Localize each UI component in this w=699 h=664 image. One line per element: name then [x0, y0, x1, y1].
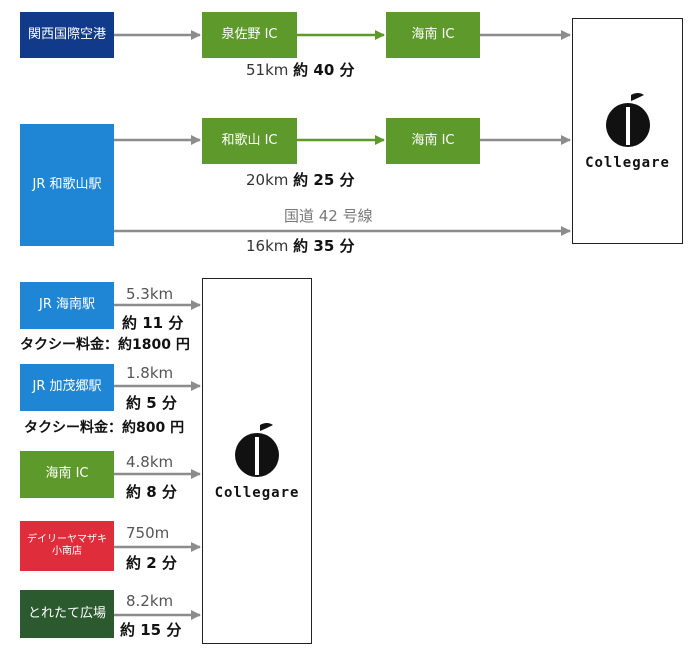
origin-kamogo-label: JR 加茂郷駅: [32, 379, 102, 395]
kainan-ic-time: 約 8 分: [126, 483, 177, 501]
apple-logo-icon: [605, 93, 650, 147]
ic-wakayama-box: 和歌山 IC: [202, 118, 297, 164]
origin-kamogo-box: JR 加茂郷駅: [20, 364, 114, 411]
toretate-distance: 8.2km: [126, 592, 174, 610]
ic-kainan-box-2: 海南 IC: [386, 118, 480, 164]
kainan-ic-distance: 4.8km: [126, 453, 174, 471]
destination-collegare-bottom: Collegare: [202, 278, 312, 644]
ic-kainan-label-1: 海南 IC: [411, 26, 455, 42]
toretate-time: 約 15 分: [120, 621, 182, 639]
route2-distance: 20km: [246, 171, 289, 189]
origin-kainan-station-label: JR 海南駅: [39, 297, 95, 313]
kainan-station-time: 約 11 分: [122, 314, 184, 332]
daily-yamazaki-time: 約 2 分: [126, 554, 177, 572]
apple-logo-icon: [235, 423, 279, 477]
origin-kix-label: 関西国際空港: [27, 26, 106, 42]
kamogo-time: 約 5 分: [126, 394, 177, 412]
origin-kix-box: 関西国際空港: [20, 12, 114, 58]
ic-izumisano-box: 泉佐野 IC: [202, 12, 297, 58]
route3-time: 約 35 分: [293, 237, 355, 255]
route2-info: 20km 約 25 分: [246, 169, 355, 190]
ic-izumisano-label: 泉佐野 IC: [221, 26, 278, 42]
origin-wakayama-label: JR 和歌山駅: [32, 176, 102, 192]
route1-distance: 51km: [246, 61, 289, 79]
brand-name-top: Collegare: [585, 155, 670, 171]
route1-info: 51km 約 40 分: [246, 59, 355, 80]
route1-time: 約 40 分: [293, 61, 355, 79]
daily-yamazaki-distance: 750m: [126, 524, 170, 542]
destination-collegare-top: Collegare: [572, 18, 683, 244]
kainan-station-taxi: タクシー料金：約1800 円: [20, 337, 190, 353]
road-label: 国道 42 号線: [284, 207, 373, 225]
origin-kainan-ic-label: 海南 IC: [45, 466, 89, 482]
route3-distance: 16km: [246, 237, 289, 255]
origin-toretate-label: とれたて広場: [27, 605, 106, 621]
origin-wakayama-box: JR 和歌山駅: [20, 124, 114, 246]
origin-kainan-station-box: JR 海南駅: [20, 282, 114, 329]
ic-kainan-box-1: 海南 IC: [386, 12, 480, 58]
route2-time: 約 25 分: [293, 171, 355, 189]
kamogo-taxi: タクシー料金：約800 円: [24, 420, 185, 436]
kainan-station-distance: 5.3km: [126, 285, 174, 303]
ic-kainan-label-2: 海南 IC: [411, 132, 455, 148]
origin-toretate-box: とれたて広場: [20, 590, 114, 638]
kamogo-distance: 1.8km: [126, 364, 174, 382]
daily-yamazaki-label-line2: 小南店: [52, 546, 82, 557]
brand-name-bottom: Collegare: [214, 485, 300, 501]
ic-wakayama-label: 和歌山 IC: [221, 132, 278, 148]
route3-info: 16km 約 35 分: [246, 235, 355, 256]
origin-kainan-ic-box: 海南 IC: [20, 451, 114, 498]
origin-daily-yamazaki-box: デイリーヤマザキ 小南店: [20, 521, 114, 571]
daily-yamazaki-label-line1: デイリーヤマザキ: [27, 533, 107, 545]
